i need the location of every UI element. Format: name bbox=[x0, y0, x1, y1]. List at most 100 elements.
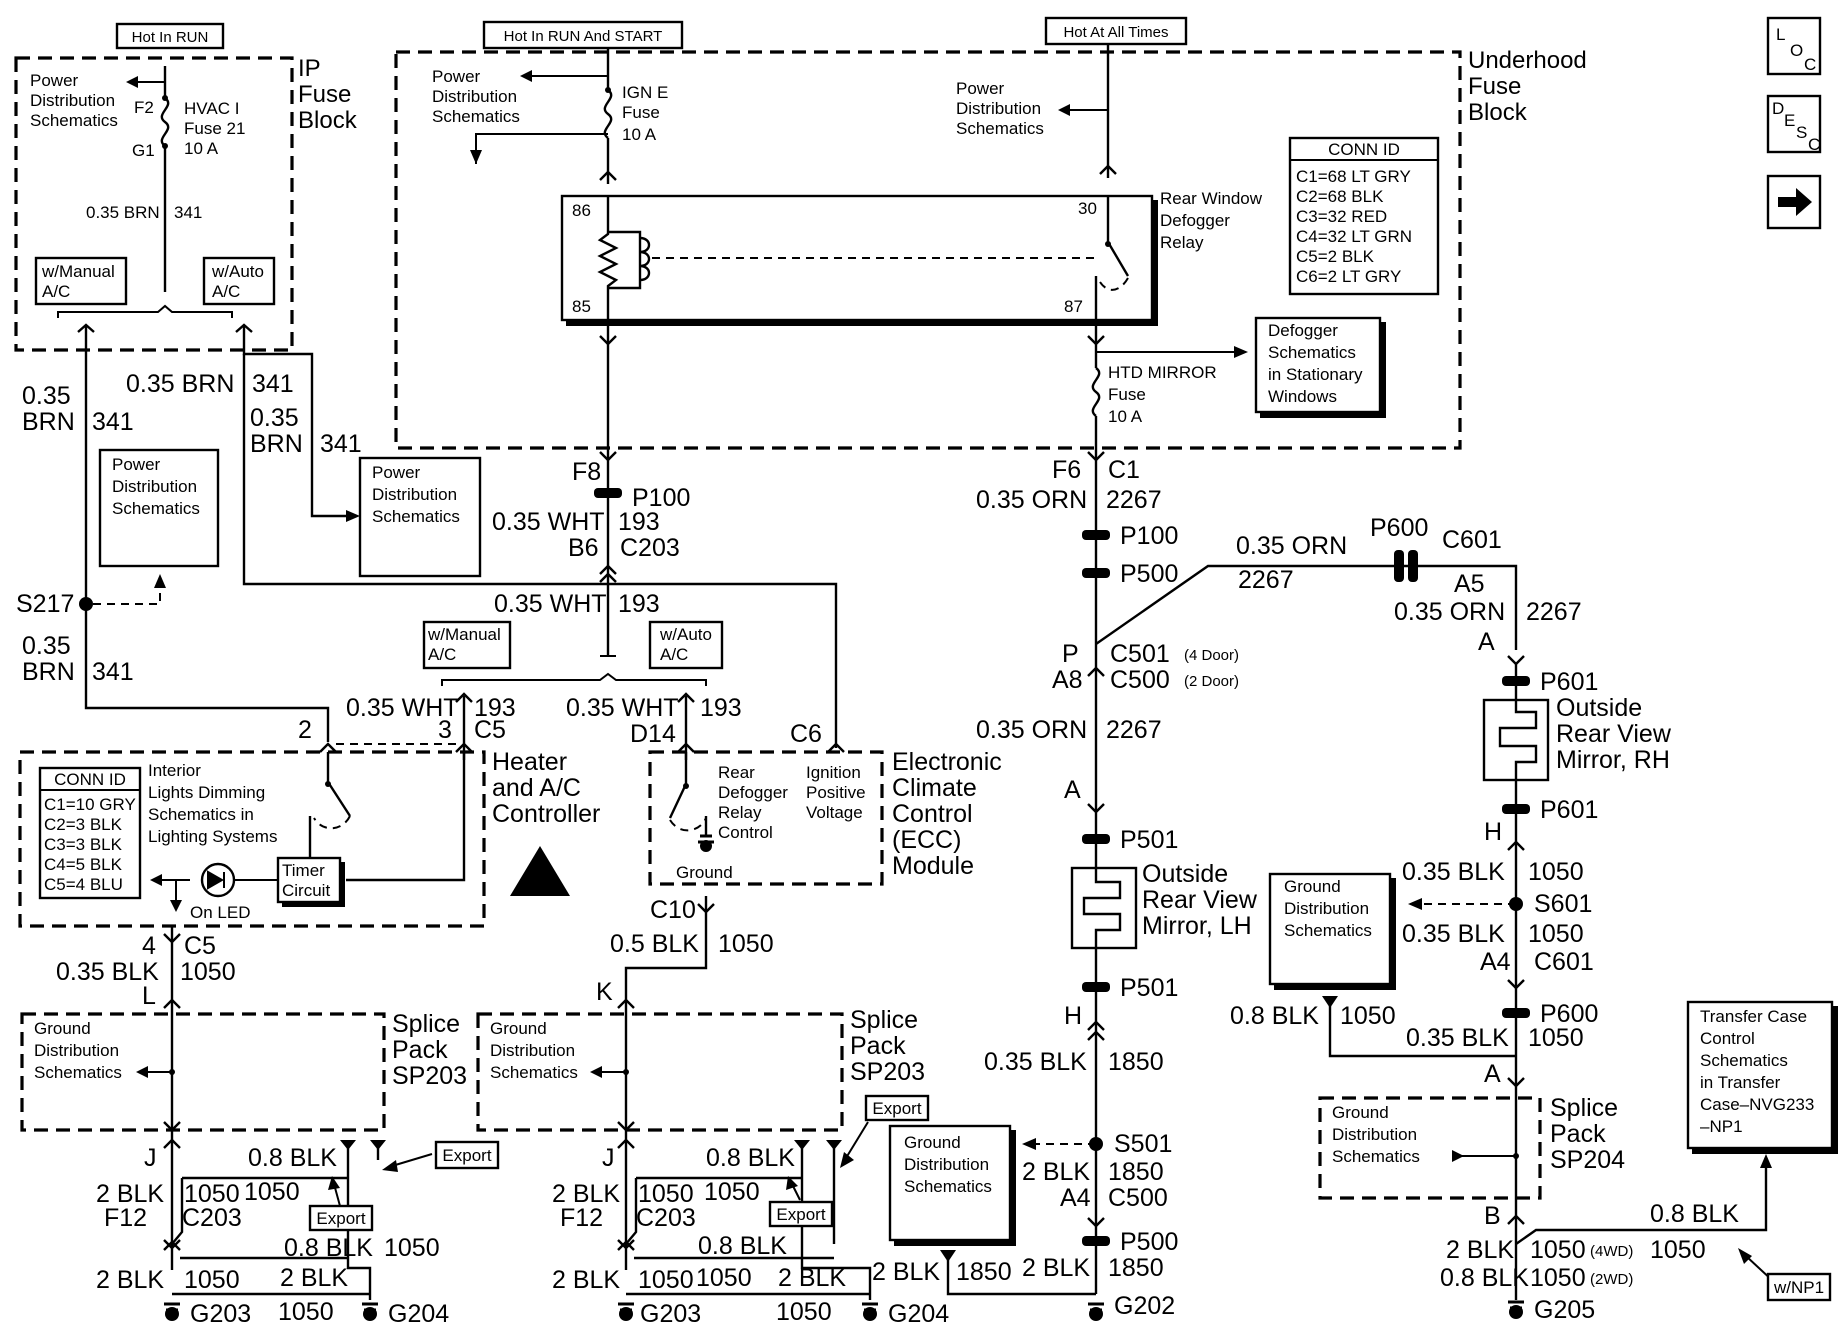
label-underhood-fuse-block-title-0: Underhood bbox=[1468, 47, 1587, 74]
label-lower-mid-w2blk3: 2 BLK bbox=[778, 1264, 846, 1292]
label-rh-mirror-a2: A bbox=[1484, 1060, 1501, 1088]
label-lower-left-export1: Export bbox=[442, 1146, 491, 1165]
lower-middle-ground: C10 0.5 BLK 1050 K Splice Pack SP203 Gro… bbox=[476, 896, 949, 1328]
label-underhood-fuse-block-power-dist-right-2: Schematics bbox=[956, 119, 1044, 138]
label-lower-mid-f12: F12 bbox=[560, 1204, 603, 1232]
label-underhood-fuse-block-htd-fuse-1: Fuse bbox=[1108, 385, 1146, 404]
label-hvac-controller-dimming-1: Lights Dimming bbox=[148, 783, 265, 802]
label-underhood-fuse-block-conn-id-5: C6=2 LT GRY bbox=[1296, 267, 1401, 286]
label-lower-mid-w08: 0.8 BLK bbox=[706, 1144, 795, 1172]
label-underhood-fuse-block-power-dist-left-1: Distribution bbox=[432, 87, 517, 106]
label-lower-left-w08: 0.8 BLK bbox=[248, 1144, 337, 1172]
desc-button[interactable]: D E S C bbox=[1766, 94, 1822, 154]
label-rh-mirror-circuit: 2267 bbox=[1238, 566, 1294, 594]
label-rh-mirror-w08: 0.8 BLK bbox=[1230, 1002, 1319, 1030]
label-underhood-fuse-block-conn-id-title: CONN ID bbox=[1328, 140, 1400, 159]
label-lh-mirror-g202: G202 bbox=[1114, 1292, 1175, 1320]
label-lh-mirror-h: H bbox=[1064, 1002, 1082, 1030]
label-lower-left-c1050e: 1050 bbox=[278, 1298, 334, 1326]
label-ecc-module-title-3: (ECC) bbox=[892, 826, 961, 854]
label-lh-mirror-c501: C501 bbox=[1110, 640, 1170, 668]
label-lower-mid-circuit: 1050 bbox=[718, 930, 774, 958]
label-lh-mirror-a: A bbox=[1064, 776, 1081, 804]
label-lower-mid-export2: Export bbox=[776, 1205, 825, 1224]
label-rh-mirror-p601: P601 bbox=[1540, 668, 1598, 696]
lh-mirror-circuit: F6 C1 0.35 ORN 2267 P100 P500 P C501 (4 … bbox=[872, 451, 1380, 1321]
label-lower-mid-wire: 0.5 BLK bbox=[610, 930, 699, 958]
label-hvac-controller-conn-id-4: C5=4 BLU bbox=[44, 875, 123, 894]
left-wiring: 0.35 BRN 341 0.35 BRN 341 0.35 BRN 341 P… bbox=[16, 336, 838, 748]
label-ip-fuse-block-auto-0: w/Auto bbox=[211, 262, 264, 281]
label-underhood-fuse-block-defogger-box-2: in Stationary bbox=[1268, 365, 1363, 384]
label-rh-mirror-g205: G205 bbox=[1534, 1296, 1595, 1324]
label-underhood-fuse-block-defogger-box-1: Schematics bbox=[1268, 343, 1356, 362]
label-ip-fuse-block-title-2: Block bbox=[298, 107, 358, 134]
label-lower-left-w2blk2: 2 BLK bbox=[96, 1266, 164, 1294]
label-lh-mirror-c1850c: 1850 bbox=[1108, 1254, 1164, 1282]
label-rh-mirror-np1: w/NP1 bbox=[1773, 1278, 1824, 1297]
label-hvac-controller-title-0: Heater bbox=[492, 748, 567, 776]
label-ip-fuse-block-f2: F2 bbox=[134, 98, 154, 117]
label-lower-mid-k: K bbox=[596, 978, 613, 1006]
label-lower-mid-c1050b: 1050 bbox=[704, 1178, 760, 1206]
label-ecc-module-title-0: Electronic bbox=[892, 748, 1002, 776]
label-hvac-controller-timer-0: Timer bbox=[282, 861, 325, 880]
label-rh-mirror-transfer-3: in Transfer bbox=[1700, 1073, 1781, 1092]
label-rh-mirror-gds-1: Distribution bbox=[1284, 899, 1369, 918]
label-ecc-module-ignition-1: Positive bbox=[806, 783, 866, 802]
label-lower-mid-gds-2: Schematics bbox=[490, 1063, 578, 1082]
label-center-wires-pin2: 2 bbox=[298, 716, 312, 744]
label-lh-mirror-c1850b: 1850 bbox=[956, 1258, 1012, 1286]
label-underhood-fuse-block-htd-fuse-0: HTD MIRROR bbox=[1108, 363, 1217, 382]
label-lower-left-c203: C203 bbox=[182, 1204, 242, 1232]
label-lower-left-pin4: 4 bbox=[142, 932, 156, 960]
label-underhood-fuse-block-relay-label-0: Rear Window bbox=[1160, 189, 1263, 208]
label-rh-mirror-gds2-2: Schematics bbox=[1332, 1147, 1420, 1166]
label-ecc-module-relay-2: Relay bbox=[718, 803, 762, 822]
label-center-wires-d14: D14 bbox=[630, 720, 676, 748]
label-rh-mirror-wire3: 0.35 BLK bbox=[1402, 858, 1505, 886]
label-center-wires-f8: F8 bbox=[572, 458, 601, 486]
label-left-wires-s217: S217 bbox=[16, 590, 74, 618]
label-ecc-module-title-4: Module bbox=[892, 852, 974, 880]
svg-text:E: E bbox=[1784, 111, 1795, 130]
header-hot-in-run: Hot In RUN bbox=[115, 22, 225, 50]
label-ip-fuse-block-fuse-2: 10 A bbox=[184, 139, 219, 158]
label-hvac-controller-title-2: Controller bbox=[492, 800, 600, 828]
next-arrow-button[interactable] bbox=[1766, 174, 1822, 230]
label-lh-mirror-p500b: P500 bbox=[1120, 1228, 1178, 1256]
label-ecc-module-relay-1: Defogger bbox=[718, 783, 788, 802]
label-rh-mirror-b: B bbox=[1484, 1202, 1501, 1230]
label-center-wires-wire2: 0.35 WHT bbox=[494, 590, 607, 618]
label-lower-left-wire: 0.35 BLK bbox=[56, 958, 159, 986]
label-left-wires-pds-box2-2: Schematics bbox=[372, 507, 460, 526]
loc-button[interactable]: L O C bbox=[1766, 16, 1822, 76]
label-lower-left-gds-0: Ground bbox=[34, 1019, 91, 1038]
label-left-wires-w4-a: 0.35 bbox=[22, 632, 71, 660]
label-center-wires-p100: P100 bbox=[632, 484, 690, 512]
label-underhood-fuse-block-ign-fuse-2: 10 A bbox=[622, 125, 657, 144]
label-ip-fuse-block-fuse-1: Fuse 21 bbox=[184, 119, 245, 138]
label-ip-fuse-block-wire: 0.35 BRN bbox=[86, 203, 160, 222]
label-lower-mid-c1050d: 1050 bbox=[638, 1266, 694, 1294]
label-center-wires-manual-0: w/Manual bbox=[427, 625, 501, 644]
led-icon bbox=[207, 870, 225, 890]
label-left-wires-w1-a: 0.35 bbox=[22, 382, 71, 410]
label-lower-mid-w08b: 0.8 BLK bbox=[698, 1232, 787, 1260]
label-rh-mirror-c601b: C601 bbox=[1534, 948, 1594, 976]
label-lower-left-splice-2: SP203 bbox=[392, 1062, 467, 1090]
svg-text:O: O bbox=[1790, 41, 1803, 60]
label-lh-mirror-gds-2: Schematics bbox=[904, 1177, 992, 1196]
label-lh-mirror-w2blk: 2 BLK bbox=[1022, 1158, 1090, 1186]
label-lower-left-g203: G203 bbox=[190, 1300, 251, 1328]
label-ip-fuse-block-power-dist-1: Distribution bbox=[30, 91, 115, 110]
label-rh-mirror-title-0: Outside bbox=[1556, 694, 1642, 722]
label-underhood-fuse-block-ign-fuse-0: IGN E bbox=[622, 83, 668, 102]
label-lh-mirror-gds-0: Ground bbox=[904, 1133, 961, 1152]
label-headers-hot-at-all-times: Hot At All Times bbox=[1063, 24, 1168, 41]
label-lh-mirror-circuit: 2267 bbox=[1106, 486, 1162, 514]
esd-warning-icon bbox=[510, 846, 570, 896]
label-rh-mirror-transfer-5: –NP1 bbox=[1700, 1117, 1743, 1136]
label-ecc-module-ground: Ground bbox=[676, 863, 733, 882]
